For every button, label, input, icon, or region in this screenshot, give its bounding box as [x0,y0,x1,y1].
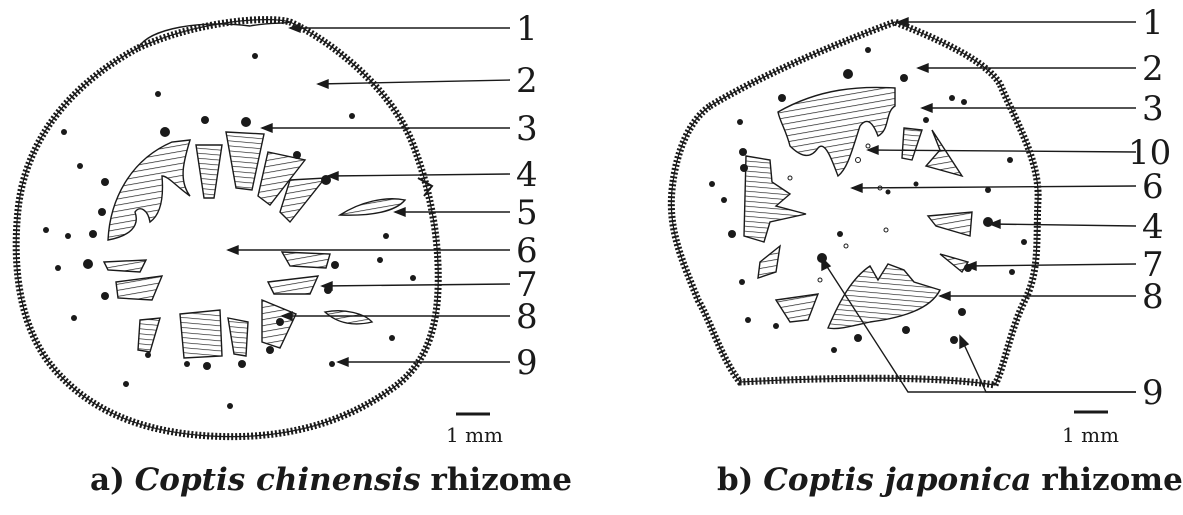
caption-b-species: Coptis japonica [763,462,1031,498]
svg-text:1 mm: 1 mm [1062,423,1119,447]
label-a-8: 8 [516,297,538,337]
label-a-4: 4 [516,155,538,195]
label-b-4: 4 [1142,207,1164,247]
caption-b-prefix: b) [717,462,753,498]
label-b-3: 3 [1142,89,1164,129]
caption-a-species: Coptis chinensis [135,462,421,498]
scale-bar-a: 1 mm [446,414,503,447]
label-a-1: 1 [516,9,538,49]
label-b-9: 9 [1142,373,1164,413]
panel-b-drawing [671,22,1038,385]
label-a-9: 9 [516,343,538,383]
label-a-2: 2 [516,61,538,101]
label-b-6: 6 [1142,167,1164,207]
caption-a-prefix: a) [90,462,125,498]
label-a-5: 5 [516,193,538,233]
xylem-large-wedge-a [108,140,190,240]
labels-a: 1 2 3 4 5 6 7 8 9 [516,9,538,383]
leader-lines-b [822,18,1136,392]
label-a-3: 3 [516,109,538,149]
stone-cells-a [43,53,416,409]
caption-a-organ: rhizome [431,462,572,498]
scale-bar-b: 1 mm [1062,412,1119,447]
label-b-1: 1 [1142,3,1164,43]
label-b-8: 8 [1142,277,1164,317]
caption-a: a) Coptis chinensis rhizome [90,462,572,498]
caption-b-organ: rhizome [1041,462,1182,498]
labels-b: 1 2 3 10 6 4 7 8 9 [1128,3,1171,413]
svg-text:1 mm: 1 mm [446,423,503,447]
caption-b: b) Coptis japonica rhizome [717,462,1183,498]
periderm-ring-b [671,22,1038,385]
label-b-2: 2 [1142,49,1164,89]
